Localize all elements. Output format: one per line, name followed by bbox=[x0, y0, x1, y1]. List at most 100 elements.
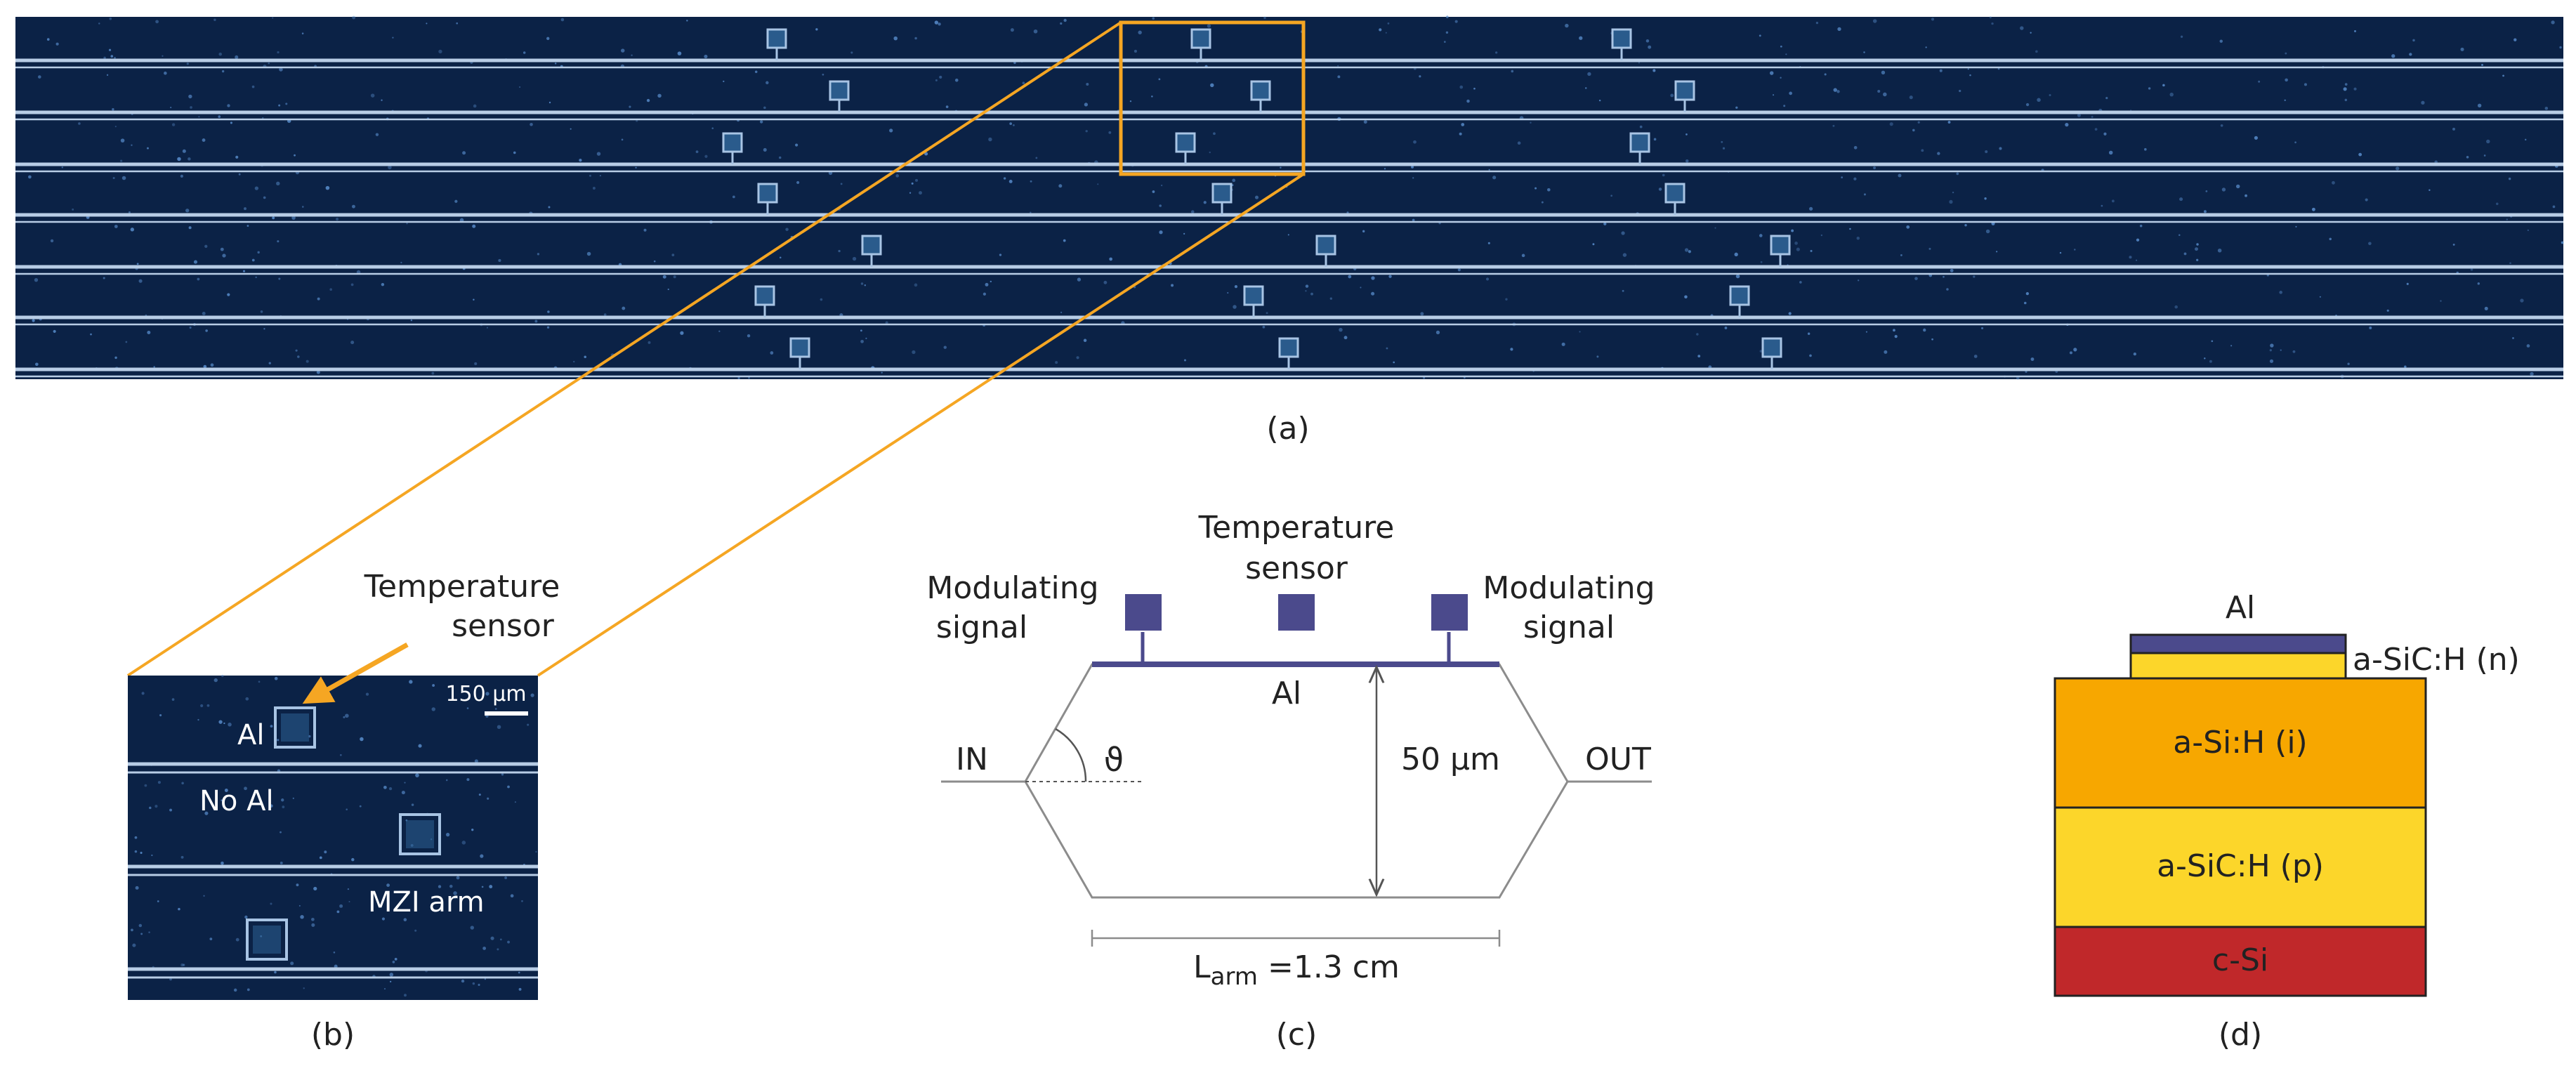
speckle-dot bbox=[860, 329, 862, 332]
speckle-dot bbox=[1853, 145, 1858, 150]
speckle-dot bbox=[2074, 249, 2076, 251]
speckle-dot bbox=[2077, 113, 2081, 117]
speckle-dot bbox=[1022, 81, 1025, 85]
speckle-dot bbox=[2136, 259, 2138, 261]
speckle-dot bbox=[311, 917, 315, 921]
speckle-dot bbox=[296, 883, 299, 887]
speckle-dot bbox=[1809, 206, 1813, 211]
layer-label-substrate: c-Si bbox=[2212, 942, 2268, 978]
speckle-dot bbox=[1969, 74, 1971, 77]
speckle-dot bbox=[599, 175, 601, 177]
speckle-dot bbox=[1158, 78, 1161, 81]
speckle-dot bbox=[1305, 284, 1309, 288]
speckle-dot bbox=[1991, 22, 1994, 25]
speckle-dot bbox=[1097, 183, 1099, 185]
length-value: =1.3 cm bbox=[1258, 949, 1400, 985]
zoom-speckle bbox=[131, 674, 537, 997]
speckle-dot bbox=[486, 327, 488, 329]
speckle-dot bbox=[548, 101, 551, 104]
speckle-dot bbox=[274, 676, 278, 680]
speckle-dot bbox=[919, 191, 922, 195]
speckle-dot bbox=[456, 22, 459, 25]
speckle-dot bbox=[1841, 176, 1844, 178]
speckle-dot bbox=[485, 692, 489, 696]
speckle-dot bbox=[1785, 53, 1787, 55]
speckle-dot bbox=[1547, 187, 1551, 192]
speckle-dot bbox=[704, 154, 708, 158]
speckle-dot bbox=[1865, 331, 1867, 333]
speckle-dot bbox=[178, 907, 180, 911]
speckle-dot bbox=[2148, 87, 2151, 90]
speckle-dot bbox=[258, 680, 261, 683]
speckle-dot bbox=[153, 366, 155, 368]
speckle-dot bbox=[860, 282, 864, 285]
speckle-dot bbox=[1735, 106, 1738, 109]
speckle-dot bbox=[1183, 359, 1186, 362]
speckle-dot bbox=[999, 254, 1002, 256]
speckle-dot bbox=[1925, 46, 1927, 48]
speckle-dot bbox=[864, 284, 867, 287]
speckle-dot bbox=[177, 157, 181, 162]
speckle-dot bbox=[114, 57, 116, 59]
speckle-dot bbox=[1565, 23, 1569, 28]
speckle-dot bbox=[494, 708, 497, 710]
speckle-dot bbox=[193, 260, 198, 264]
panel-b: 150 μm Al No Al MZI arm Temperature sens… bbox=[128, 569, 560, 1053]
speckle-dot bbox=[860, 339, 864, 343]
speckle-dot bbox=[383, 988, 386, 990]
speckle-dot bbox=[28, 175, 32, 179]
speckle-dot bbox=[662, 275, 666, 279]
speckle-dot bbox=[202, 311, 206, 315]
speckle-dot bbox=[1420, 312, 1424, 316]
speckle-dot bbox=[2025, 292, 2029, 296]
speckle-dot bbox=[560, 18, 565, 22]
speckle-dot bbox=[1530, 121, 1532, 124]
speckle-dot bbox=[1639, 125, 1643, 129]
speckle-dot bbox=[381, 99, 383, 101]
speckle-dot bbox=[38, 75, 41, 79]
speckle-dot bbox=[1213, 132, 1216, 136]
speckle-dot bbox=[1384, 168, 1386, 170]
speckle-dot bbox=[478, 794, 481, 796]
speckle-dot bbox=[2094, 128, 2098, 131]
speckle-dot bbox=[438, 885, 442, 888]
speckle-dot bbox=[1917, 121, 1920, 124]
speckle-dot bbox=[329, 288, 332, 291]
layer-al bbox=[2129, 633, 2347, 654]
speckle-dot bbox=[204, 244, 208, 248]
speckle-dot bbox=[114, 126, 117, 128]
speckle-dot bbox=[130, 228, 134, 232]
speckle-dot bbox=[277, 51, 280, 54]
speckle-dot bbox=[146, 147, 149, 150]
speckle-dot bbox=[2344, 98, 2348, 102]
speckle-dot bbox=[375, 133, 379, 136]
speckle-dot bbox=[345, 713, 349, 718]
speckle-dot bbox=[677, 51, 682, 55]
speckle-dot bbox=[822, 73, 824, 76]
speckle-dot bbox=[2460, 47, 2464, 51]
speckle-dot bbox=[1412, 218, 1415, 222]
speckle-dot bbox=[478, 983, 480, 986]
speckle-dot bbox=[204, 811, 209, 815]
speckle-dot bbox=[278, 104, 281, 107]
speckle-dot bbox=[1724, 327, 1728, 329]
speckle-dot bbox=[348, 900, 350, 903]
speckle-dot bbox=[1363, 120, 1367, 124]
speckle-dot bbox=[2520, 298, 2524, 303]
speckle-dot bbox=[290, 961, 294, 966]
speckle-dot bbox=[1884, 350, 1888, 354]
speckle-dot bbox=[301, 206, 304, 208]
speckle-dot bbox=[704, 54, 708, 58]
speckle-dot bbox=[209, 937, 213, 941]
speckle-dot bbox=[2129, 256, 2132, 259]
speckle-dot bbox=[939, 75, 942, 79]
speckle-dot bbox=[2524, 138, 2527, 141]
speckle-dot bbox=[2552, 205, 2556, 209]
speckle-dot bbox=[431, 371, 435, 375]
speckle-dot bbox=[2559, 46, 2562, 49]
speckle-dot bbox=[1912, 129, 1915, 132]
speckle-dot bbox=[2217, 248, 2222, 253]
sensor-pad bbox=[1611, 28, 1632, 49]
speckle-dot bbox=[1931, 18, 1935, 21]
speckle-dot bbox=[1010, 28, 1014, 32]
